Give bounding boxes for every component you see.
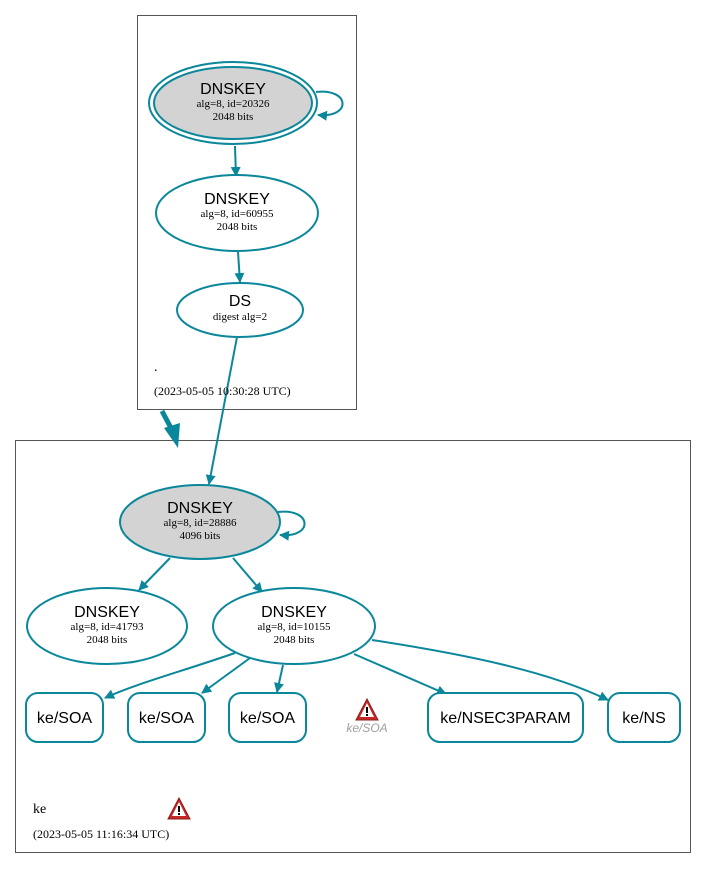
root-ksk-node[interactable]: DNSKEY alg=8, id=20326 2048 bits xyxy=(148,61,318,145)
root-zone-box xyxy=(137,15,357,410)
ke-key-b-line2: 2048 bits xyxy=(274,634,315,646)
root-zsk-title: DNSKEY xyxy=(204,191,270,208)
record-label: ke/NS xyxy=(622,710,666,727)
edge-root-ksk-self xyxy=(315,90,344,121)
root-zsk-line2: 2048 bits xyxy=(217,221,258,233)
edge-ke-ksk-to-key-b xyxy=(232,557,263,593)
root-zsk-line1: alg=8, id=60955 xyxy=(201,208,274,220)
ke-ksk-line2: 4096 bits xyxy=(180,530,221,542)
edge-key-b-to-soa1 xyxy=(104,652,236,699)
root-ksk-line2: 2048 bits xyxy=(213,111,254,123)
record-node-ns[interactable]: ke/NS xyxy=(607,692,681,743)
edge-key-b-to-nsec3param xyxy=(353,653,447,695)
ke-ksk-node[interactable]: DNSKEY alg=8, id=28886 4096 bits xyxy=(119,484,281,560)
edge-key-b-to-ns xyxy=(371,639,609,701)
ke-ksk-title: DNSKEY xyxy=(167,500,233,517)
ke-key-a-line1: alg=8, id=41793 xyxy=(71,621,144,633)
edge-ke-ksk-self xyxy=(277,510,306,541)
ke-zone-name: ke xyxy=(33,802,46,817)
warning-triangle-icon xyxy=(355,697,379,721)
record-label: ke/SOA xyxy=(139,710,194,727)
delegation-arrow xyxy=(159,409,180,448)
root-zone-timestamp: (2023-05-05 10:30:28 UTC) xyxy=(154,384,291,398)
ke-key-b-line1: alg=8, id=10155 xyxy=(258,621,331,633)
ke-zone-box xyxy=(15,440,691,853)
record-node-soa-warning[interactable]: ke/SOA xyxy=(346,697,388,735)
root-zone-name: . xyxy=(154,360,158,375)
root-zsk-node[interactable]: DNSKEY alg=8, id=60955 2048 bits xyxy=(155,174,319,252)
edge-ke-ksk-to-key-a xyxy=(138,557,171,591)
ke-key-a-title: DNSKEY xyxy=(74,604,140,621)
record-node-soa-2[interactable]: ke/SOA xyxy=(127,692,206,743)
root-ksk-line1: alg=8, id=20326 xyxy=(197,98,270,110)
edge-root-ksk-to-zsk xyxy=(230,145,241,177)
ke-key-b-node[interactable]: DNSKEY alg=8, id=10155 2048 bits xyxy=(212,587,376,665)
edge-key-b-to-soa3 xyxy=(274,664,284,693)
ke-key-a-node[interactable]: DNSKEY alg=8, id=41793 2048 bits xyxy=(26,587,188,665)
record-label: ke/SOA xyxy=(37,710,92,727)
edges xyxy=(104,90,609,701)
edge-root-zsk-to-ds xyxy=(234,251,245,283)
record-label: ke/SOA xyxy=(240,710,295,727)
warning-triangle-icon[interactable] xyxy=(167,796,191,820)
record-node-soa-1[interactable]: ke/SOA xyxy=(25,692,104,743)
record-label: ke/NSEC3PARAM xyxy=(440,710,570,727)
edge-key-b-to-soa2 xyxy=(201,657,251,694)
edge-ds-to-ke-ksk xyxy=(205,336,238,485)
warning-record-label: ke/SOA xyxy=(346,721,387,735)
record-node-soa-3[interactable]: ke/SOA xyxy=(228,692,307,743)
ke-ksk-line1: alg=8, id=28886 xyxy=(164,517,237,529)
root-ksk-title: DNSKEY xyxy=(200,81,266,98)
record-node-nsec3param[interactable]: ke/NSEC3PARAM xyxy=(427,692,584,743)
root-ds-title: DS xyxy=(229,293,251,310)
ke-key-b-title: DNSKEY xyxy=(261,604,327,621)
root-ds-node[interactable]: DS digest alg=2 xyxy=(176,282,304,338)
root-ds-line1: digest alg=2 xyxy=(213,311,267,323)
ke-zone-timestamp: (2023-05-05 11:16:34 UTC) xyxy=(33,827,169,841)
ke-key-a-line2: 2048 bits xyxy=(87,634,128,646)
